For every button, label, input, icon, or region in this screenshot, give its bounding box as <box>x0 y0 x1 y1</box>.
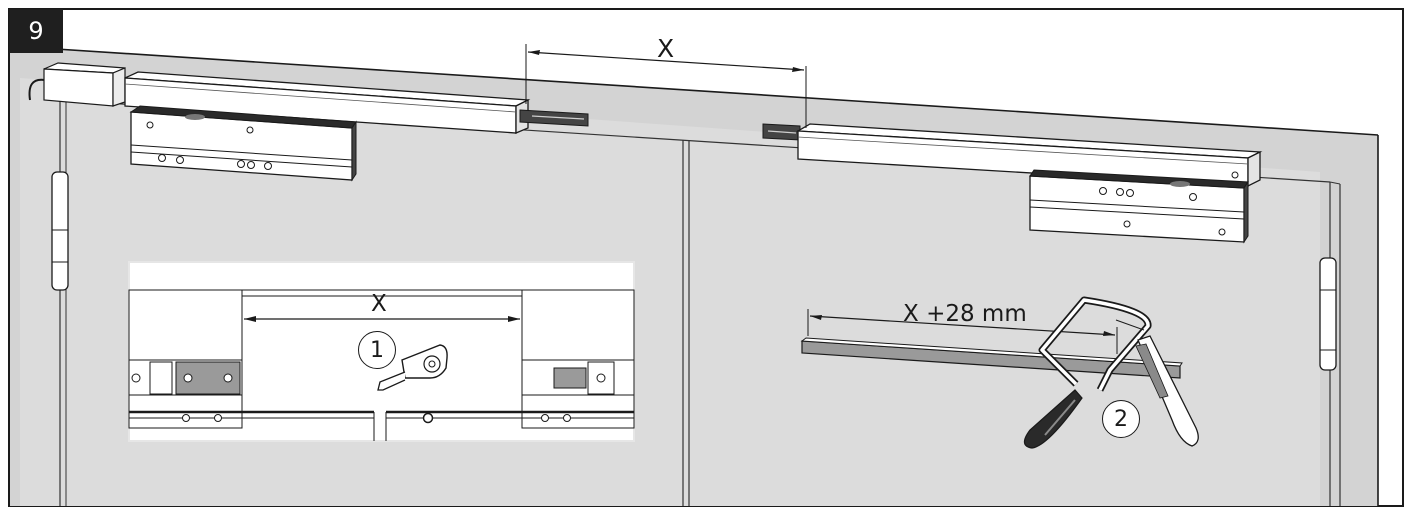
power-cable <box>28 78 46 101</box>
top-dimension-line <box>525 44 807 128</box>
left-drive-unit <box>129 105 357 182</box>
right-hinge <box>1319 257 1337 371</box>
step-number-badge: 9 <box>9 9 63 53</box>
tape-measure-icon <box>377 344 448 391</box>
top-dimension-label: X <box>657 34 675 63</box>
step-one-marker: 1 <box>358 331 396 369</box>
cut-length-label: X +28 mm <box>903 301 1027 327</box>
inset-dimension-label: X <box>371 291 387 317</box>
left-hinge <box>51 171 69 291</box>
right-drive-unit <box>1029 169 1249 244</box>
inset-detail <box>128 261 635 442</box>
right-operator-rail <box>762 123 1263 188</box>
power-supply-box <box>43 62 126 107</box>
left-operator-rail <box>124 71 589 134</box>
step-two-marker: 2 <box>1102 400 1140 438</box>
hacksaw-icon <box>1023 296 1199 449</box>
